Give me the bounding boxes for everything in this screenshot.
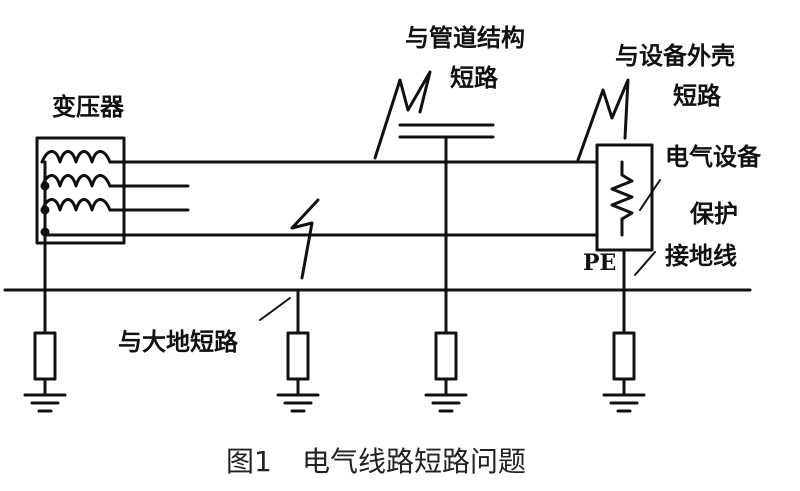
pe-label: PE [583,250,617,276]
node-dot-2 [40,205,50,215]
pipe-short-label-line2: 短路 [450,64,498,92]
casing-short-bolt [576,78,630,162]
casing-short-label-line1: 与设备外壳 [615,42,735,70]
ground-resistor-2 [286,331,310,381]
ground-resistor-3 [434,331,458,381]
ground-resistor-1 [33,331,57,381]
ground-short-pointer [259,297,291,321]
transformer-box [35,136,126,245]
protect-label-line2: 接地线 [665,242,737,270]
transformer-label: 变压器 [52,93,124,121]
equipment-label-pointer [639,179,661,211]
casing-short-label-line2: 短路 [673,82,721,110]
ground-resistor-4 [612,331,636,381]
transformer-winding-1 [40,150,112,164]
protect-label-line1: 保护 [690,200,738,228]
equipment-label: 电气设备 [665,143,761,171]
pe-pointer [634,251,656,276]
equipment-resistor-zigzag [610,173,634,221]
equipment-box [595,143,654,252]
transformer-winding-2 [40,174,112,188]
pipe-short-label-line1: 与管道结构 [405,24,525,52]
transformer-winding-3 [40,198,112,212]
ground-short-label: 与大地短路 [118,328,238,356]
figure-number: 图1 [226,445,272,478]
pipe-short-bolt [373,70,432,160]
node-dot-1 [40,181,50,191]
figure-title: 电气线路短路问题 [302,445,527,478]
ground-short-bolt [290,198,320,280]
